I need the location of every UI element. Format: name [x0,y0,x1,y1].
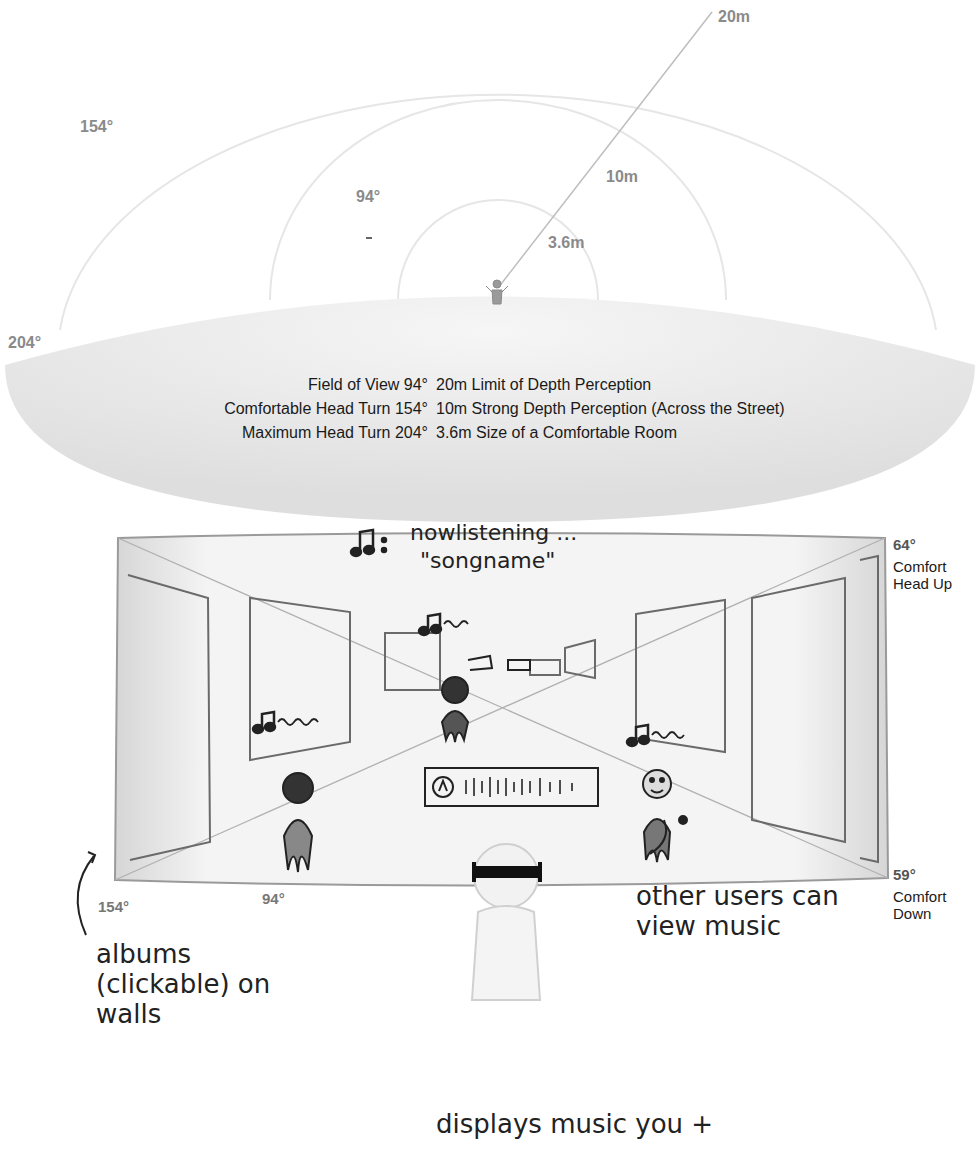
legend-text: 10m Strong Depth Perception (Across the … [436,400,785,418]
legend-text: 20m Limit of Depth Perception [436,376,651,394]
distance-label: 10m [606,168,638,186]
distance-label: 20m [718,8,750,26]
legend-text: Maximum Head Turn 204° [242,424,428,442]
comfort-label: Comfort Head Up [893,558,973,593]
distance-label: 3.6m [548,234,584,252]
handwritten-note: displays music you + [436,1110,713,1140]
angle-label: 204° [8,334,41,352]
angle-label: 154° [80,118,113,136]
legend-text: 3.6m Size of a Comfortable Room [436,424,677,442]
handwritten-note: "songname" [420,548,555,573]
angle-label: 94° [356,188,380,206]
angle-label: 94° [262,890,285,907]
angle-label: 64° [893,536,916,553]
legend-text: Field of View 94° [308,376,428,394]
angle-label: 154° [98,898,129,915]
comfort-label: Comfort Down [893,888,963,923]
handwritten-note: nowlistening ... [410,520,577,545]
legend-text: Comfortable Head Turn 154° [224,400,428,418]
handwritten-note: other users can view music [636,882,864,942]
handwritten-note: albums (clickable) on walls [96,940,328,1030]
angle-label: 59° [893,866,916,883]
